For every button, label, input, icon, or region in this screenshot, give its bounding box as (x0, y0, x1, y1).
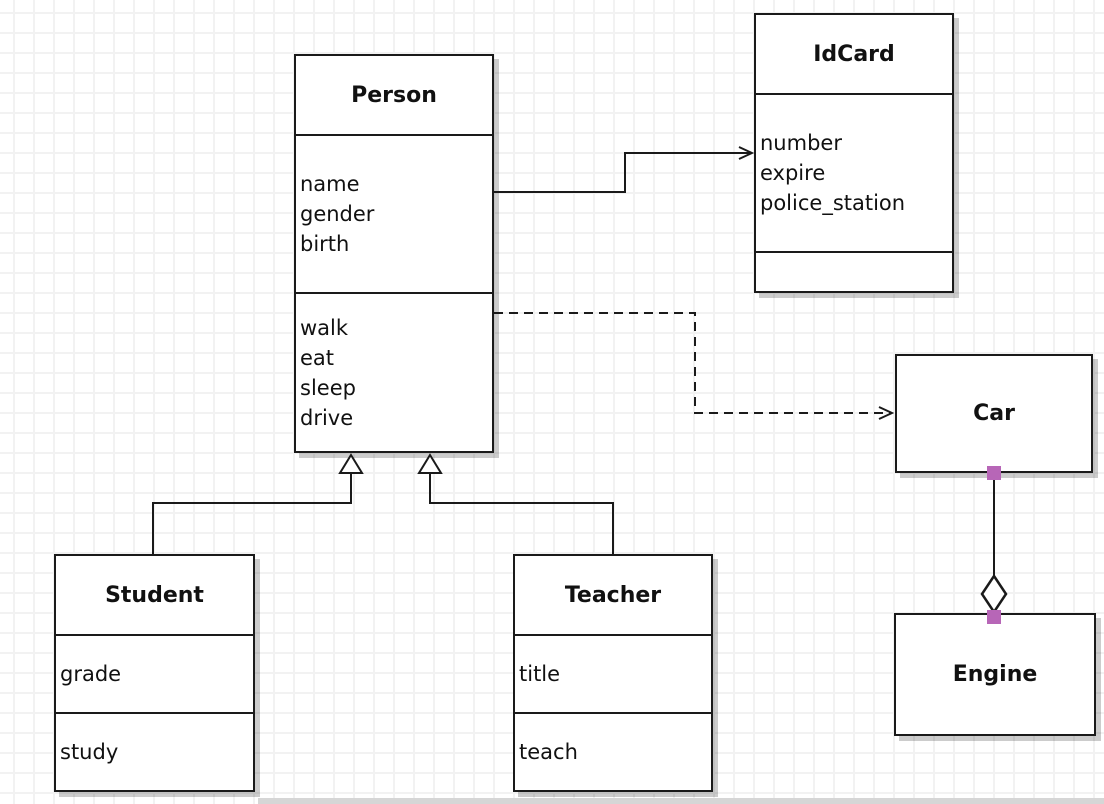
attribute: name (300, 172, 360, 196)
method: eat (300, 345, 335, 370)
class-title: Person (351, 82, 437, 108)
class-box-teacher[interactable]: Teacher title teach (513, 554, 713, 792)
attributes-compartment[interactable]: grade (56, 634, 253, 712)
attributes-compartment[interactable]: name gender birth (296, 134, 492, 292)
method: teach (519, 740, 578, 764)
methods-compartment[interactable]: study (56, 712, 253, 790)
attribute: number (760, 131, 842, 155)
edge-generalization-teacher-person[interactable] (417, 453, 614, 554)
class-title: Teacher (564, 582, 662, 608)
attribute: grade (60, 662, 122, 686)
class-title: Student (105, 582, 204, 608)
method: walk (300, 315, 349, 340)
class-box-engine[interactable]: Engine (894, 613, 1096, 736)
attributes-compartment[interactable]: number expire police_station (756, 93, 952, 251)
edge-dependency-person-car[interactable] (494, 312, 891, 413)
methods-compartment-empty[interactable] (756, 251, 952, 291)
attribute: expire (760, 161, 826, 185)
method: sleep (300, 375, 356, 400)
edge-aggregation-car-engine[interactable] (980, 466, 1008, 624)
class-box-car[interactable]: Car (895, 354, 1093, 473)
attribute: police_station (760, 191, 906, 215)
canvas-edge-shadow (258, 798, 1104, 804)
edge-generalization-student-person[interactable] (152, 453, 364, 554)
class-title: IdCard (813, 41, 895, 67)
class-title: Car (973, 401, 1015, 426)
attribute: birth (300, 232, 350, 256)
class-box-idcard[interactable]: IdCard number expire police_station (754, 13, 954, 293)
class-title: Engine (952, 662, 1038, 687)
methods-compartment[interactable]: walk eat sleep drive (296, 292, 492, 451)
hollow-triangle-arrow (338, 453, 364, 474)
attribute: title (519, 662, 561, 686)
hollow-triangle-arrow (417, 453, 443, 474)
attributes-compartment[interactable]: title (515, 634, 711, 712)
method: study (60, 740, 119, 764)
method: drive (300, 405, 354, 430)
attribute: gender (300, 202, 375, 226)
edge-association-person-idcard[interactable] (494, 153, 751, 193)
methods-compartment[interactable]: teach (515, 712, 711, 790)
class-box-person[interactable]: Person name gender birth walk eat sleep … (294, 54, 494, 453)
hollow-diamond-arrow (980, 573, 1008, 615)
class-box-student[interactable]: Student grade study (54, 554, 255, 792)
